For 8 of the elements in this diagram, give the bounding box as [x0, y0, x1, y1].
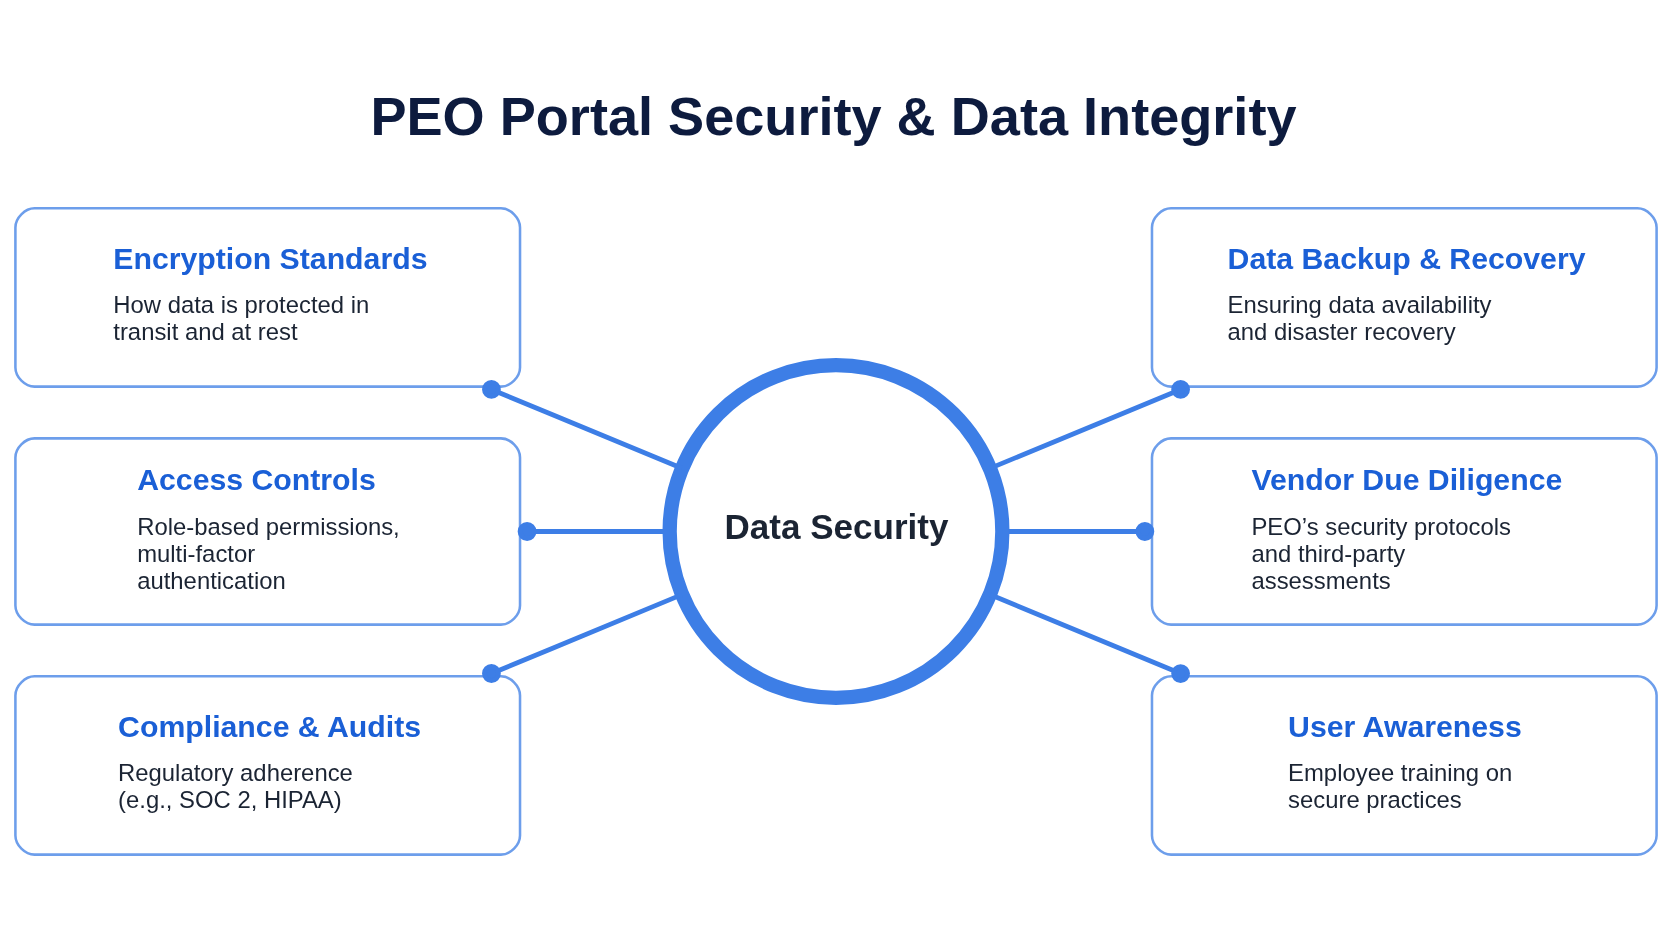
node-circle: Data Security: [662, 357, 1010, 705]
node-box: Vendor Due Diligence PEO’s security protocols and third-party assessments: [1150, 436, 1658, 626]
node-box: User Awareness Employee training on secure practices: [1150, 674, 1658, 856]
node-box: Compliance & Audits Regulatory adherence (e.g., SOC 2, HIPAA): [14, 674, 522, 856]
node-box: Access Controls Role-based permissions, multi-factor authentication: [14, 436, 522, 626]
node-box: Encryption Standards How data is protected in transit and at rest: [14, 206, 522, 388]
node-box: Data Backup & Recovery Ensuring data availability and disaster recovery: [1150, 206, 1658, 388]
diagram-title: PEO Portal Security & Data Integrity: [370, 85, 1297, 146]
